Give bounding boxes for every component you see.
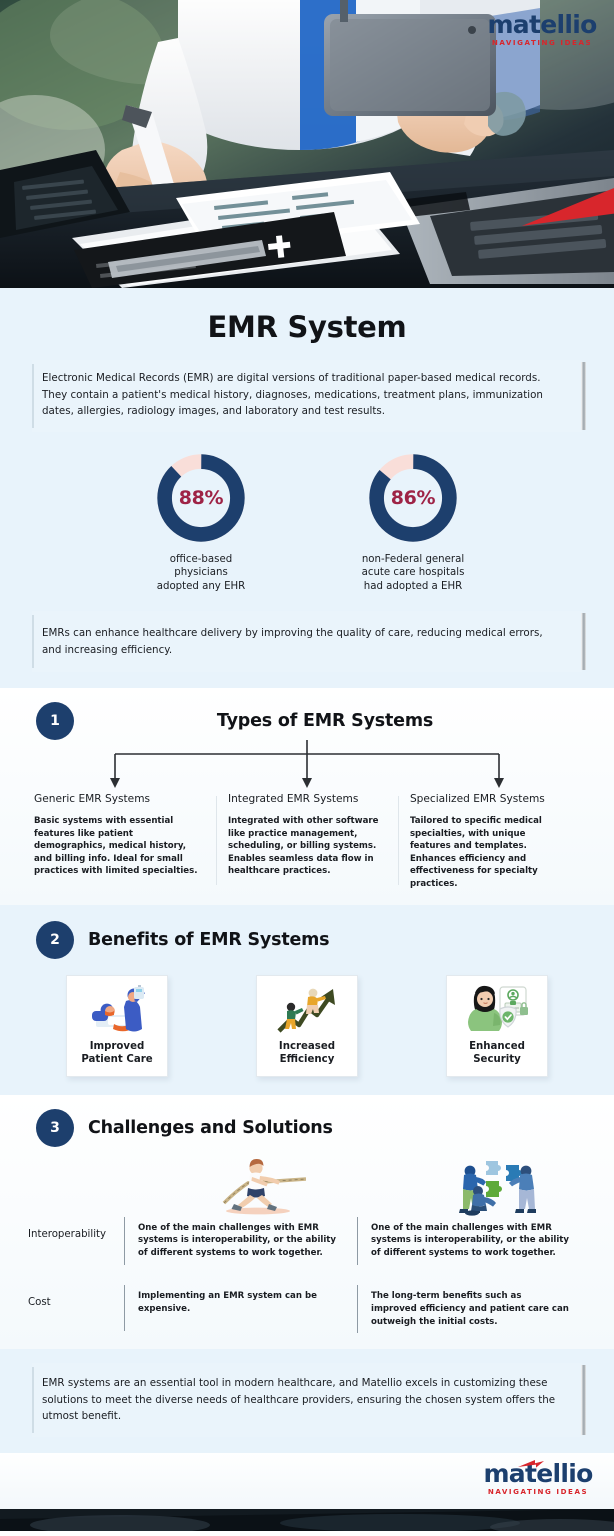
enhance-text: EMRs can enhance healthcare delivery by … — [42, 627, 543, 656]
table-row: Interoperability One of the main challen… — [24, 1216, 590, 1266]
footer-strip-svg — [0, 1508, 614, 1531]
type-body: Basic systems with essential features li… — [34, 816, 198, 877]
donut-caption-1: office-based physicians adopted any EHR — [126, 553, 276, 594]
growth-arrow-illustration-icon — [261, 984, 353, 1036]
enhance-highlight-box: EMRs can enhance healthcare delivery by … — [32, 611, 586, 672]
benefit-label: Enhanced Security — [469, 1040, 525, 1066]
challenges-illustration-row — [0, 1147, 614, 1217]
hero-illustration — [0, 0, 614, 288]
hero-photo: matellio NAVIGATING IDEAS — [0, 0, 614, 288]
challenge-text: Implementing an EMR system can be expens… — [138, 1290, 317, 1314]
donut-chart-2: 86% — [365, 450, 461, 546]
section-2-number: 2 — [36, 920, 74, 959]
security-shield-illustration-icon — [451, 984, 543, 1036]
challenge-cell: One of the main challenges with EMR syst… — [124, 1216, 357, 1266]
brand-logo-footer: matellio NAVIGATING IDEAS — [480, 1459, 596, 1496]
section-benefits: 2 Benefits of EMR Systems — [0, 904, 614, 1095]
types-columns: Generic EMR Systems Basic systems with e… — [0, 792, 614, 891]
challenge-cell: Implementing an EMR system can be expens… — [124, 1284, 357, 1331]
efficiency-svg — [277, 988, 335, 1033]
brand-logo-tagline: NAVIGATING IDEAS — [487, 1486, 589, 1496]
section-types: 1 Types of EMR Systems — [0, 688, 614, 905]
types-connector-tree — [0, 740, 614, 792]
type-card-2: Integrated EMR Systems Integrated with o… — [215, 792, 398, 891]
donut-svg-2 — [369, 453, 457, 542]
type-heading: Specialized EMR Systems — [409, 793, 545, 805]
stat-item-1: 88% office-based physicians adopted any … — [126, 450, 276, 594]
conclusion-text: EMR systems are an essential tool in mod… — [42, 1377, 556, 1423]
patient-care-svg — [92, 984, 145, 1032]
donut-caption-line: had adopted a EHR — [363, 580, 463, 592]
section-3-title: Challenges and Solutions — [88, 1117, 333, 1138]
benefit-card-patient-care[interactable]: Improved Patient Care — [66, 974, 168, 1077]
solution-text: One of the main challenges with EMR syst… — [371, 1222, 570, 1259]
benefit-card-security[interactable]: Enhanced Security — [446, 974, 548, 1077]
intro-highlight-box: Electronic Medical Records (EMR) are dig… — [32, 360, 586, 432]
brand-logo-header: matellio NAVIGATING IDEAS — [484, 10, 614, 226]
donut-chart-1: 88% — [153, 450, 249, 546]
challenge-label: Interoperability — [28, 1228, 107, 1240]
tug-of-war-cell — [142, 1155, 378, 1217]
benefit-card-efficiency[interactable]: Increased Efficiency — [256, 974, 358, 1077]
brand-logo-tagline: NAVIGATING IDEAS — [491, 38, 593, 47]
solution-text: The long-term benefits such as improved … — [371, 1290, 569, 1327]
type-card-3: Specialized EMR Systems Tailored to spec… — [397, 792, 580, 891]
conclusion-section: EMR systems are an essential tool in mod… — [0, 1349, 614, 1453]
spacer — [24, 1155, 142, 1217]
patient-care-illustration-icon — [71, 984, 163, 1036]
section-2-title: Benefits of EMR Systems — [88, 929, 330, 950]
security-svg — [468, 985, 528, 1031]
type-card-1: Generic EMR Systems Basic systems with e… — [34, 792, 216, 891]
footer-photo-strip — [0, 1508, 614, 1531]
section-1-header: 1 Types of EMR Systems — [0, 702, 614, 740]
donut-svg-1 — [157, 453, 245, 542]
tree-svg — [110, 740, 504, 788]
stat-item-2: 86% non-Federal general acute care hospi… — [338, 450, 488, 594]
table-row: Cost Implementing an EMR system can be e… — [24, 1284, 590, 1334]
section-2-header: 2 Benefits of EMR Systems — [0, 920, 614, 959]
challenge-label: Cost — [28, 1296, 51, 1308]
tug-of-war-illustration-icon — [222, 1158, 306, 1214]
donut-caption-line: acute care hospitals — [361, 567, 465, 578]
accent-bar — [581, 1365, 586, 1435]
donut-caption-2: non-Federal general acute care hospitals… — [338, 553, 488, 594]
benefits-card-row: Improved Patient Care — [0, 959, 614, 1077]
type-heading: Integrated EMR Systems — [227, 793, 359, 805]
donut-caption-line: physicians — [174, 567, 228, 578]
donut-value-2: 86% — [390, 486, 436, 509]
footer-logo-band: matellio NAVIGATING IDEAS — [0, 1452, 614, 1509]
solution-cell: One of the main challenges with EMR syst… — [357, 1216, 590, 1266]
challenge-text: One of the main challenges with EMR syst… — [138, 1222, 337, 1259]
type-body: Tailored to specific medical specialties… — [409, 816, 542, 889]
puzzle-collaboration-cell — [378, 1155, 614, 1217]
benefit-label: Improved Patient Care — [81, 1040, 153, 1066]
section-1-title: Types of EMR Systems — [216, 711, 434, 731]
benefit-label: Increased Efficiency — [278, 1040, 336, 1066]
type-heading: Generic EMR Systems — [34, 793, 151, 805]
solution-cell: The long-term benefits such as improved … — [357, 1284, 590, 1334]
intro-text: Electronic Medical Records (EMR) are dig… — [42, 372, 543, 417]
donut-caption-line: office-based — [169, 553, 233, 565]
donut-caption-line: non-Federal general — [361, 553, 465, 565]
section-1-number: 1 — [36, 702, 74, 740]
conclusion-highlight-box: EMR systems are an essential tool in mod… — [32, 1363, 586, 1437]
brand-swoosh-icon — [522, 187, 614, 226]
donut-value-1: 88% — [178, 486, 224, 509]
brand-swoosh-icon — [518, 1459, 544, 1468]
challenges-table: Interoperability One of the main challen… — [0, 1216, 614, 1334]
type-body: Integrated with other software like prac… — [227, 816, 379, 877]
section-3-number: 3 — [36, 1108, 74, 1147]
section-3-header: 3 Challenges and Solutions — [0, 1108, 614, 1147]
section-challenges: 3 Challenges and Solutions — [0, 1094, 614, 1350]
accent-bar — [581, 362, 586, 430]
donut-caption-line: adopted any EHR — [156, 580, 246, 592]
page-title: EMR System — [207, 310, 407, 344]
stats-donut-row: 88% office-based physicians adopted any … — [0, 432, 614, 594]
accent-bar — [581, 613, 586, 670]
brand-logo-wordmark: matellio — [487, 10, 597, 39]
intro-section: EMR System Electronic Medical Records (E… — [0, 288, 614, 688]
puzzle-collaboration-illustration-icon — [459, 1160, 536, 1216]
